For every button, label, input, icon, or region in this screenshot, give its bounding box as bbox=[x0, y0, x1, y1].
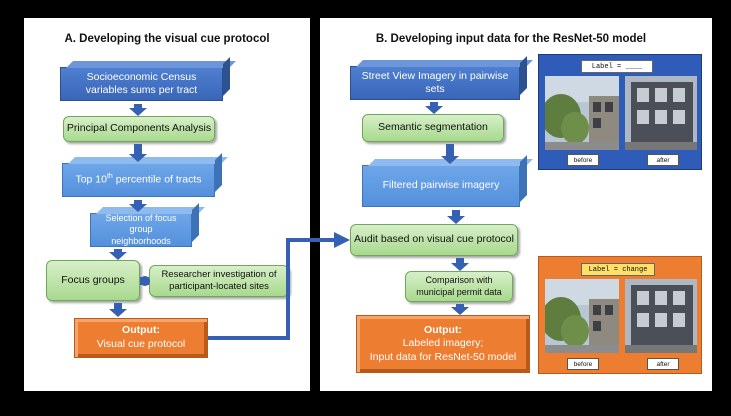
panel-a-title: A. Developing the visual cue protocol bbox=[64, 33, 270, 45]
focus-neighborhoods-label: Selection of focus group neighborhoods bbox=[105, 213, 177, 246]
census-variables-box: Socioeconomic Census variables sums per … bbox=[60, 67, 223, 101]
visual-cue-output-box: Output: Visual cue protocol bbox=[74, 318, 208, 358]
before-caption-bottom: before bbox=[567, 358, 599, 370]
audit-box: Audit based on visual cue protocol bbox=[350, 224, 518, 256]
labeled-imagery-output-box: Output: Labeled imagery; Input data for … bbox=[356, 315, 530, 373]
permit-comparison-box: Comparison with municipal permit data bbox=[405, 271, 513, 302]
semantic-segmentation-label: Semantic segmentation bbox=[378, 121, 488, 134]
researcher-investigation-label: Researcher investigation of participant-… bbox=[161, 269, 277, 292]
pca-box: Principal Components Analysis bbox=[63, 116, 215, 142]
top-percentile-box: Top 10th percentile of tracts bbox=[62, 163, 215, 197]
output-b-line1: Labeled imagery; bbox=[402, 337, 484, 350]
top-percentile-label: Top 10th percentile of tracts bbox=[75, 173, 202, 186]
labeled-image-pair: Label = change before after bbox=[538, 256, 702, 374]
focus-groups-label: Focus groups bbox=[61, 273, 125, 286]
output-a-text: Visual cue protocol bbox=[96, 338, 186, 350]
researcher-investigation-box: Researcher investigation of participant-… bbox=[149, 265, 289, 297]
filtered-imagery-box: Filtered pairwise imagery bbox=[362, 165, 520, 207]
census-variables-label: Socioeconomic Census variables sums per … bbox=[85, 70, 198, 96]
after-caption-top: after bbox=[647, 154, 679, 166]
before-photo-top bbox=[545, 76, 619, 150]
street-view-label: Street View Imagery in pairwise sets bbox=[361, 69, 509, 95]
street-after-image bbox=[625, 76, 697, 150]
before-photo-bottom bbox=[545, 279, 619, 353]
after-photo-bottom bbox=[625, 279, 697, 353]
street-before-image bbox=[545, 279, 619, 353]
before-caption-top: before bbox=[567, 154, 599, 166]
pca-label: Principal Components Analysis bbox=[66, 122, 212, 135]
panel-b-title: B. Developing input data for the ResNet-… bbox=[375, 33, 647, 45]
street-before-image bbox=[545, 76, 619, 150]
change-label-box: Label = change bbox=[581, 263, 655, 276]
unlabeled-image-pair: Label = ____ before after bbox=[538, 54, 702, 170]
output-b-title: Output: bbox=[424, 323, 462, 336]
after-photo-top bbox=[625, 76, 697, 150]
unlabeled-label-box: Label = ____ bbox=[581, 60, 653, 73]
semantic-segmentation-box: Semantic segmentation bbox=[362, 114, 504, 142]
permit-comparison-label: Comparison with municipal permit data bbox=[416, 275, 502, 297]
filtered-imagery-label: Filtered pairwise imagery bbox=[382, 179, 500, 192]
output-a-title: Output: bbox=[122, 324, 160, 337]
focus-groups-box: Focus groups bbox=[46, 260, 140, 301]
after-caption-bottom: after bbox=[647, 358, 679, 370]
street-view-box: Street View Imagery in pairwise sets bbox=[350, 66, 520, 100]
focus-neighborhoods-box: Selection of focus group neighborhoods bbox=[90, 213, 192, 247]
street-after-image bbox=[625, 279, 697, 353]
audit-label: Audit based on visual cue protocol bbox=[354, 233, 514, 246]
output-b-line2: Input data for ResNet-50 model bbox=[369, 350, 517, 363]
